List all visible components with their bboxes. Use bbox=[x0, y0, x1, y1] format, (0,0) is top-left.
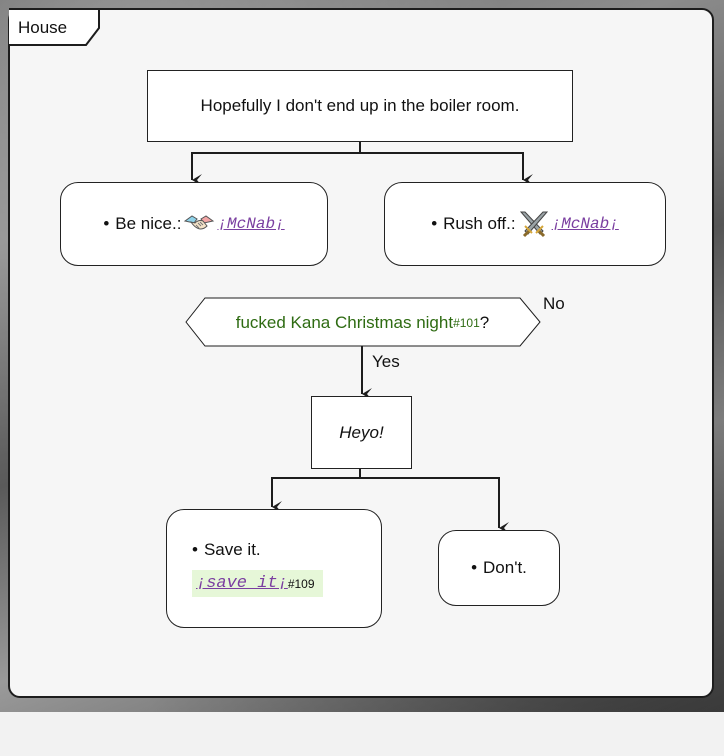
option-be-nice-link[interactable]: ¡McNab¡ bbox=[217, 215, 285, 233]
option-rush-off-row: • Rush off.: ¡McNab¡ bbox=[431, 209, 619, 239]
choice-dont-row: • Don't. bbox=[471, 558, 527, 578]
decision-question-mark: ? bbox=[479, 313, 490, 332]
handshake-icon bbox=[184, 215, 215, 230]
bullet: • bbox=[431, 214, 438, 233]
save-it-link[interactable]: ¡save it¡ bbox=[196, 574, 288, 593]
bullet: • bbox=[103, 214, 110, 233]
bullet: • bbox=[471, 558, 478, 577]
save-it-ref: #109 bbox=[287, 576, 315, 591]
option-rush-off-label: Rush off.: bbox=[443, 214, 516, 233]
option-be-nice-label: Be nice.: bbox=[115, 214, 182, 233]
yes-label: Yes bbox=[372, 352, 400, 371]
choice-dont-label: Don't. bbox=[483, 558, 527, 577]
yes-node-text: Heyo! bbox=[339, 422, 384, 442]
start-node-text: Hopefully I don't end up in the boiler r… bbox=[200, 96, 520, 115]
choice-save-it[interactable]: • Save it. ¡save it¡ #109 bbox=[166, 509, 382, 628]
frame-title: House bbox=[18, 18, 68, 37]
decision-condition: fucked Kana Christmas night #101 ? bbox=[210, 305, 515, 341]
bottom-strip bbox=[0, 712, 724, 756]
start-node: Hopefully I don't end up in the boiler r… bbox=[147, 70, 573, 142]
bullet: • bbox=[192, 540, 198, 559]
choice-save-it-label: Save it. bbox=[203, 540, 261, 559]
decision-condition-text: fucked Kana Christmas night bbox=[235, 313, 454, 332]
option-rush-off-link[interactable]: ¡McNab¡ bbox=[551, 215, 619, 233]
crossed-swords-icon bbox=[519, 211, 548, 238]
decision-ref: #101 bbox=[453, 316, 480, 330]
save-it-code-block: ¡save it¡ #109 bbox=[192, 570, 323, 597]
no-label: No bbox=[543, 294, 565, 313]
choice-save-it-row: • Save it. bbox=[192, 540, 261, 560]
yes-node: Heyo! bbox=[311, 396, 412, 469]
choice-dont[interactable]: • Don't. bbox=[438, 530, 560, 606]
option-rush-off[interactable]: • Rush off.: ¡McNab¡ bbox=[384, 182, 666, 266]
decision-shape bbox=[185, 297, 541, 347]
option-be-nice-row: • Be nice.: ¡McNab¡ bbox=[103, 209, 284, 239]
frame-title-tab bbox=[9, 8, 100, 46]
option-be-nice[interactable]: • Be nice.: ¡McNab¡ bbox=[60, 182, 328, 266]
